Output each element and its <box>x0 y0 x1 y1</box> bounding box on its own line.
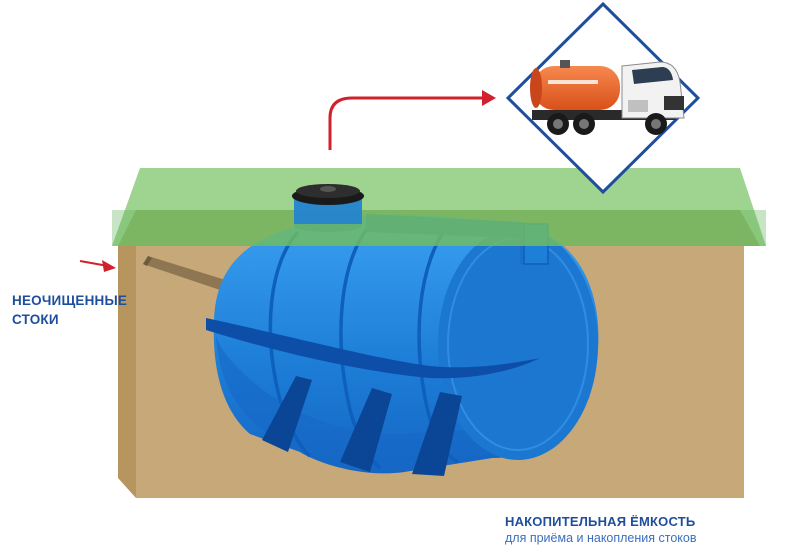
inlet-label-line1: НЕОЧИЩЕННЫЕ <box>12 293 128 308</box>
caption-subtitle: для приёма и накопления стоков <box>505 531 697 545</box>
caption-title: НАКОПИТЕЛЬНАЯ ЁМКОСТЬ <box>505 514 696 529</box>
vacuum-truck-badge <box>505 1 701 195</box>
inflow-arrow-icon <box>79 260 116 272</box>
inlet-pipe <box>143 256 232 292</box>
inlet-label: НЕОЧИЩЕННЫЕ СТОКИ <box>12 291 127 329</box>
vacuum-truck-icon <box>530 60 685 135</box>
pumpout-arrow-icon <box>328 90 496 150</box>
inlet-label-line2: СТОКИ <box>12 312 59 327</box>
tank-lid <box>292 184 364 224</box>
grass-layer <box>112 168 766 246</box>
